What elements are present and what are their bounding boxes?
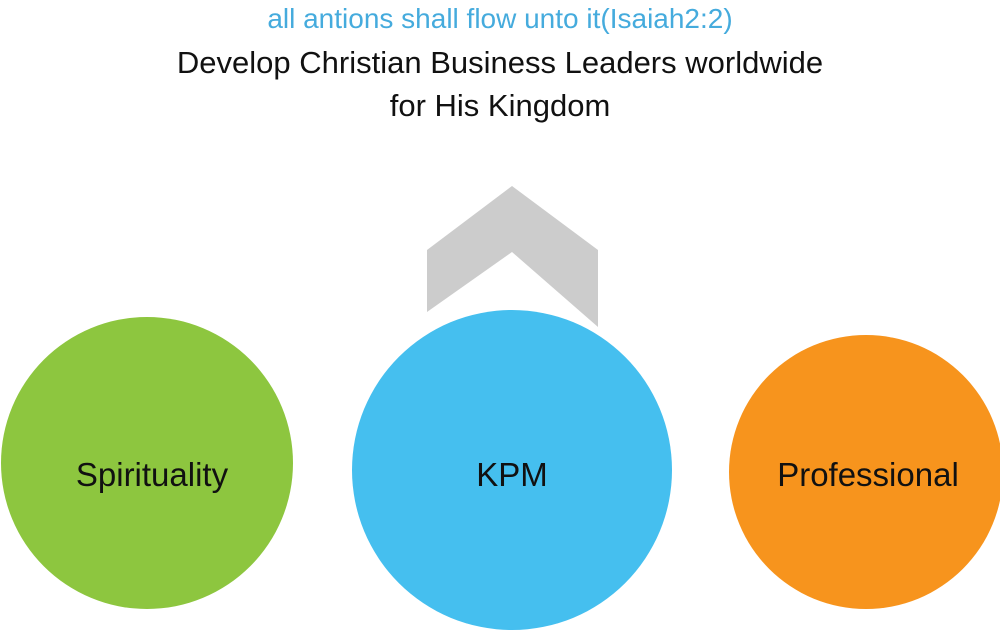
mission-title-line-1: Develop Christian Business Leaders world…: [176, 45, 824, 80]
verse-caption: all antions shall flow unto it(Isaiah2:2…: [267, 3, 733, 34]
professional-label: Professional: [777, 456, 959, 493]
spirituality-circle: [1, 317, 293, 609]
up-chevron-arrow: [427, 186, 598, 327]
professional-circle: [729, 335, 1000, 609]
kpm-label: KPM: [476, 456, 548, 493]
mission-title-line-2: for His Kingdom: [389, 88, 611, 123]
spirituality-label: Spirituality: [76, 456, 229, 493]
kpm-circle: [352, 310, 672, 630]
